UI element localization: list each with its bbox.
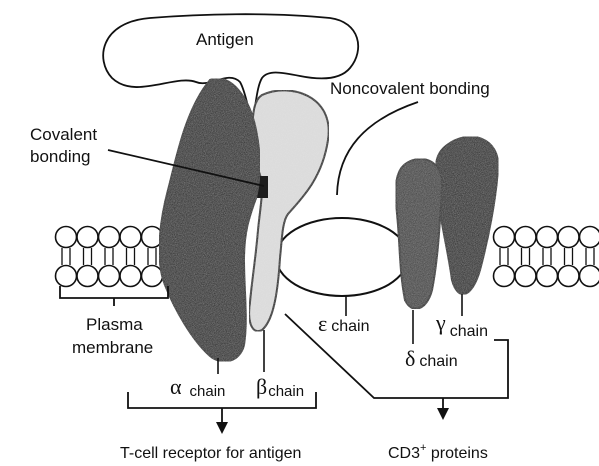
cd3-rest: proteins bbox=[426, 445, 487, 462]
beta-chain-shape bbox=[249, 90, 329, 331]
lipid-head bbox=[494, 266, 515, 287]
cd3-arrow-head bbox=[437, 408, 449, 420]
plasma-membrane-bracket bbox=[60, 286, 168, 306]
alpha-chain-shape bbox=[159, 79, 259, 362]
lipid-head bbox=[142, 266, 163, 287]
lipid-head bbox=[494, 227, 515, 248]
gamma-text: chain bbox=[450, 323, 488, 340]
lipid-head bbox=[515, 266, 536, 287]
alpha-symbol: α bbox=[170, 374, 182, 399]
cd3-caption: CD3+ proteins bbox=[388, 442, 488, 462]
lipid-head bbox=[56, 227, 77, 248]
covalent-label-line2: bonding bbox=[30, 147, 91, 166]
gamma-chain-shape bbox=[436, 137, 498, 294]
alpha-text: chain bbox=[190, 383, 226, 400]
epsilon-text: chain bbox=[331, 318, 369, 335]
plasma-membrane-left bbox=[56, 227, 163, 287]
cd3-main: CD3 bbox=[388, 445, 420, 462]
lipid-head bbox=[580, 227, 599, 248]
lipid-head bbox=[558, 266, 579, 287]
beta-symbol: β bbox=[256, 374, 267, 399]
delta-chain-shape bbox=[396, 159, 443, 309]
tcr-arrow-head bbox=[216, 422, 228, 434]
gamma-symbol: γ bbox=[435, 310, 446, 335]
lipid-head bbox=[56, 266, 77, 287]
tcr-caption: T-cell receptor for antigen bbox=[120, 445, 301, 462]
epsilon-chain-shape bbox=[276, 218, 408, 296]
lipid-head bbox=[120, 266, 141, 287]
lipid-head bbox=[77, 266, 98, 287]
covalent-label-line1: Covalent bbox=[30, 125, 97, 144]
lipid-head bbox=[537, 266, 558, 287]
beta-chain-label: βchain bbox=[256, 374, 304, 400]
plasma-label-line1: Plasma bbox=[86, 315, 143, 334]
delta-text: chain bbox=[419, 353, 457, 370]
lipid-head bbox=[99, 266, 120, 287]
lipid-head bbox=[537, 227, 558, 248]
antigen-label: Antigen bbox=[196, 30, 254, 49]
lipid-head bbox=[558, 227, 579, 248]
beta-text: chain bbox=[268, 383, 304, 400]
plasma-label-line2: membrane bbox=[72, 338, 153, 357]
delta-symbol: δ bbox=[405, 346, 415, 371]
lipid-head bbox=[120, 227, 141, 248]
noncovalent-bonding-label: Noncovalent bonding bbox=[330, 79, 490, 98]
lipid-head bbox=[580, 266, 599, 287]
lipid-head bbox=[77, 227, 98, 248]
epsilon-symbol: ε bbox=[318, 311, 327, 336]
plasma-membrane-right bbox=[494, 227, 599, 287]
lipid-head bbox=[515, 227, 536, 248]
lipid-head bbox=[99, 227, 120, 248]
